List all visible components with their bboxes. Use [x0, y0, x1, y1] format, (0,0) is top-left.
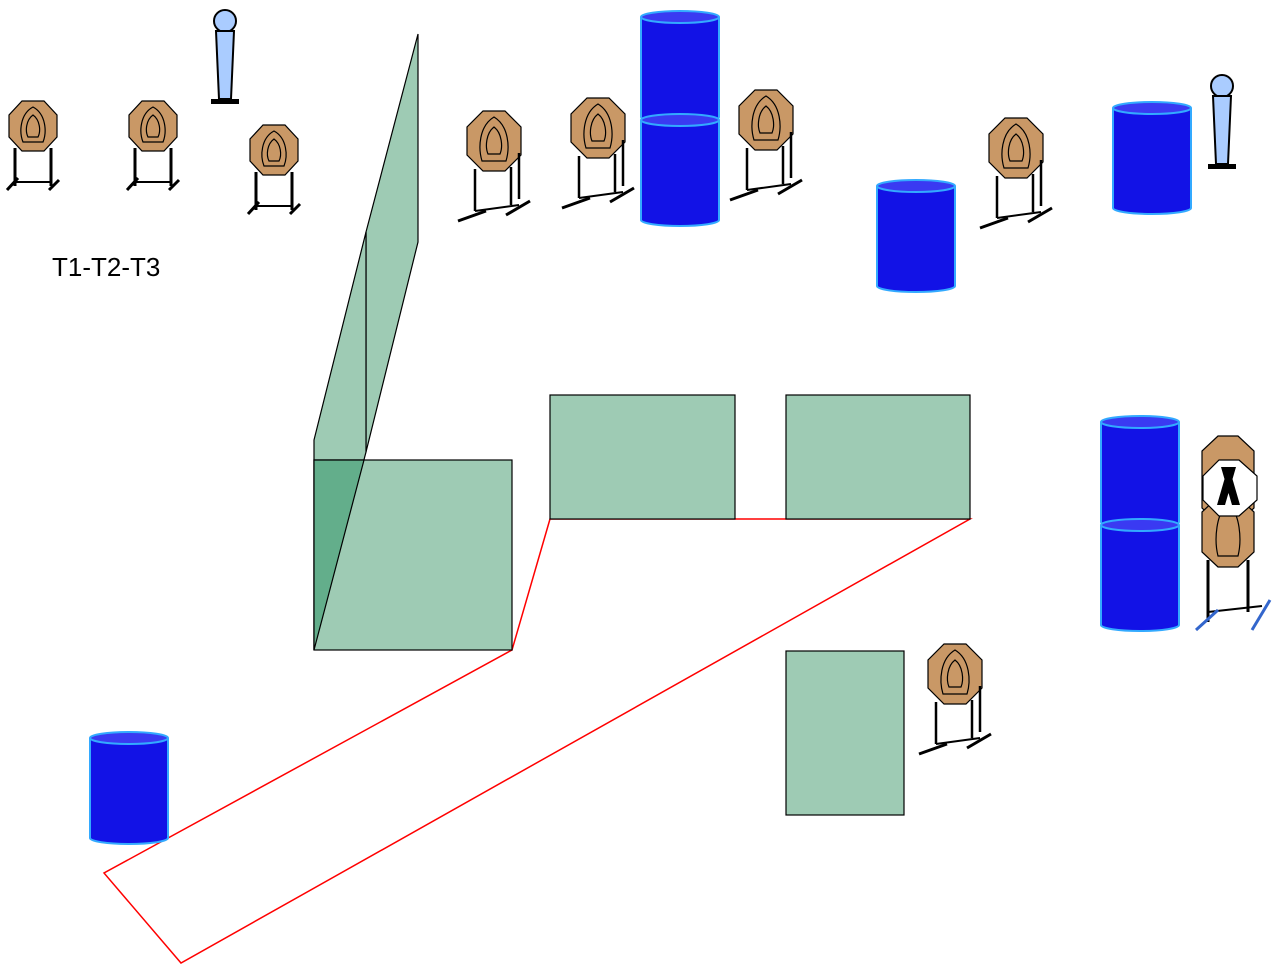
- steel-target-icon: [5, 99, 61, 192]
- wall-lower-right: [785, 650, 905, 816]
- target-group-label: T1-T2-T3: [52, 252, 160, 282]
- no-shoot-icon: [1202, 459, 1258, 517]
- popper-icon: [1207, 74, 1237, 170]
- steel-target-icon: [125, 99, 181, 192]
- steel-target-icon: [560, 96, 636, 210]
- target-stack-right: [1194, 435, 1272, 632]
- barrel-icon: [1112, 101, 1192, 215]
- steel-target-icon: [917, 642, 993, 756]
- steel-target-icon: [978, 116, 1054, 230]
- barrel-icon: [876, 179, 956, 293]
- barrel-icon: [89, 731, 169, 845]
- wall-angled-upper: [365, 33, 419, 453]
- barrel-icon: [640, 113, 720, 227]
- popper-icon: [210, 9, 240, 105]
- wall-front-left: [313, 459, 513, 651]
- steel-target-icon: [246, 123, 302, 216]
- steel-target-icon: [728, 88, 804, 202]
- barrel-icon: [1100, 415, 1180, 529]
- steel-target-icon: [456, 109, 532, 223]
- wall-right: [785, 394, 971, 520]
- barrel-icon: [640, 10, 720, 124]
- wall-middle: [549, 394, 736, 520]
- barrel-icon: [1100, 518, 1180, 632]
